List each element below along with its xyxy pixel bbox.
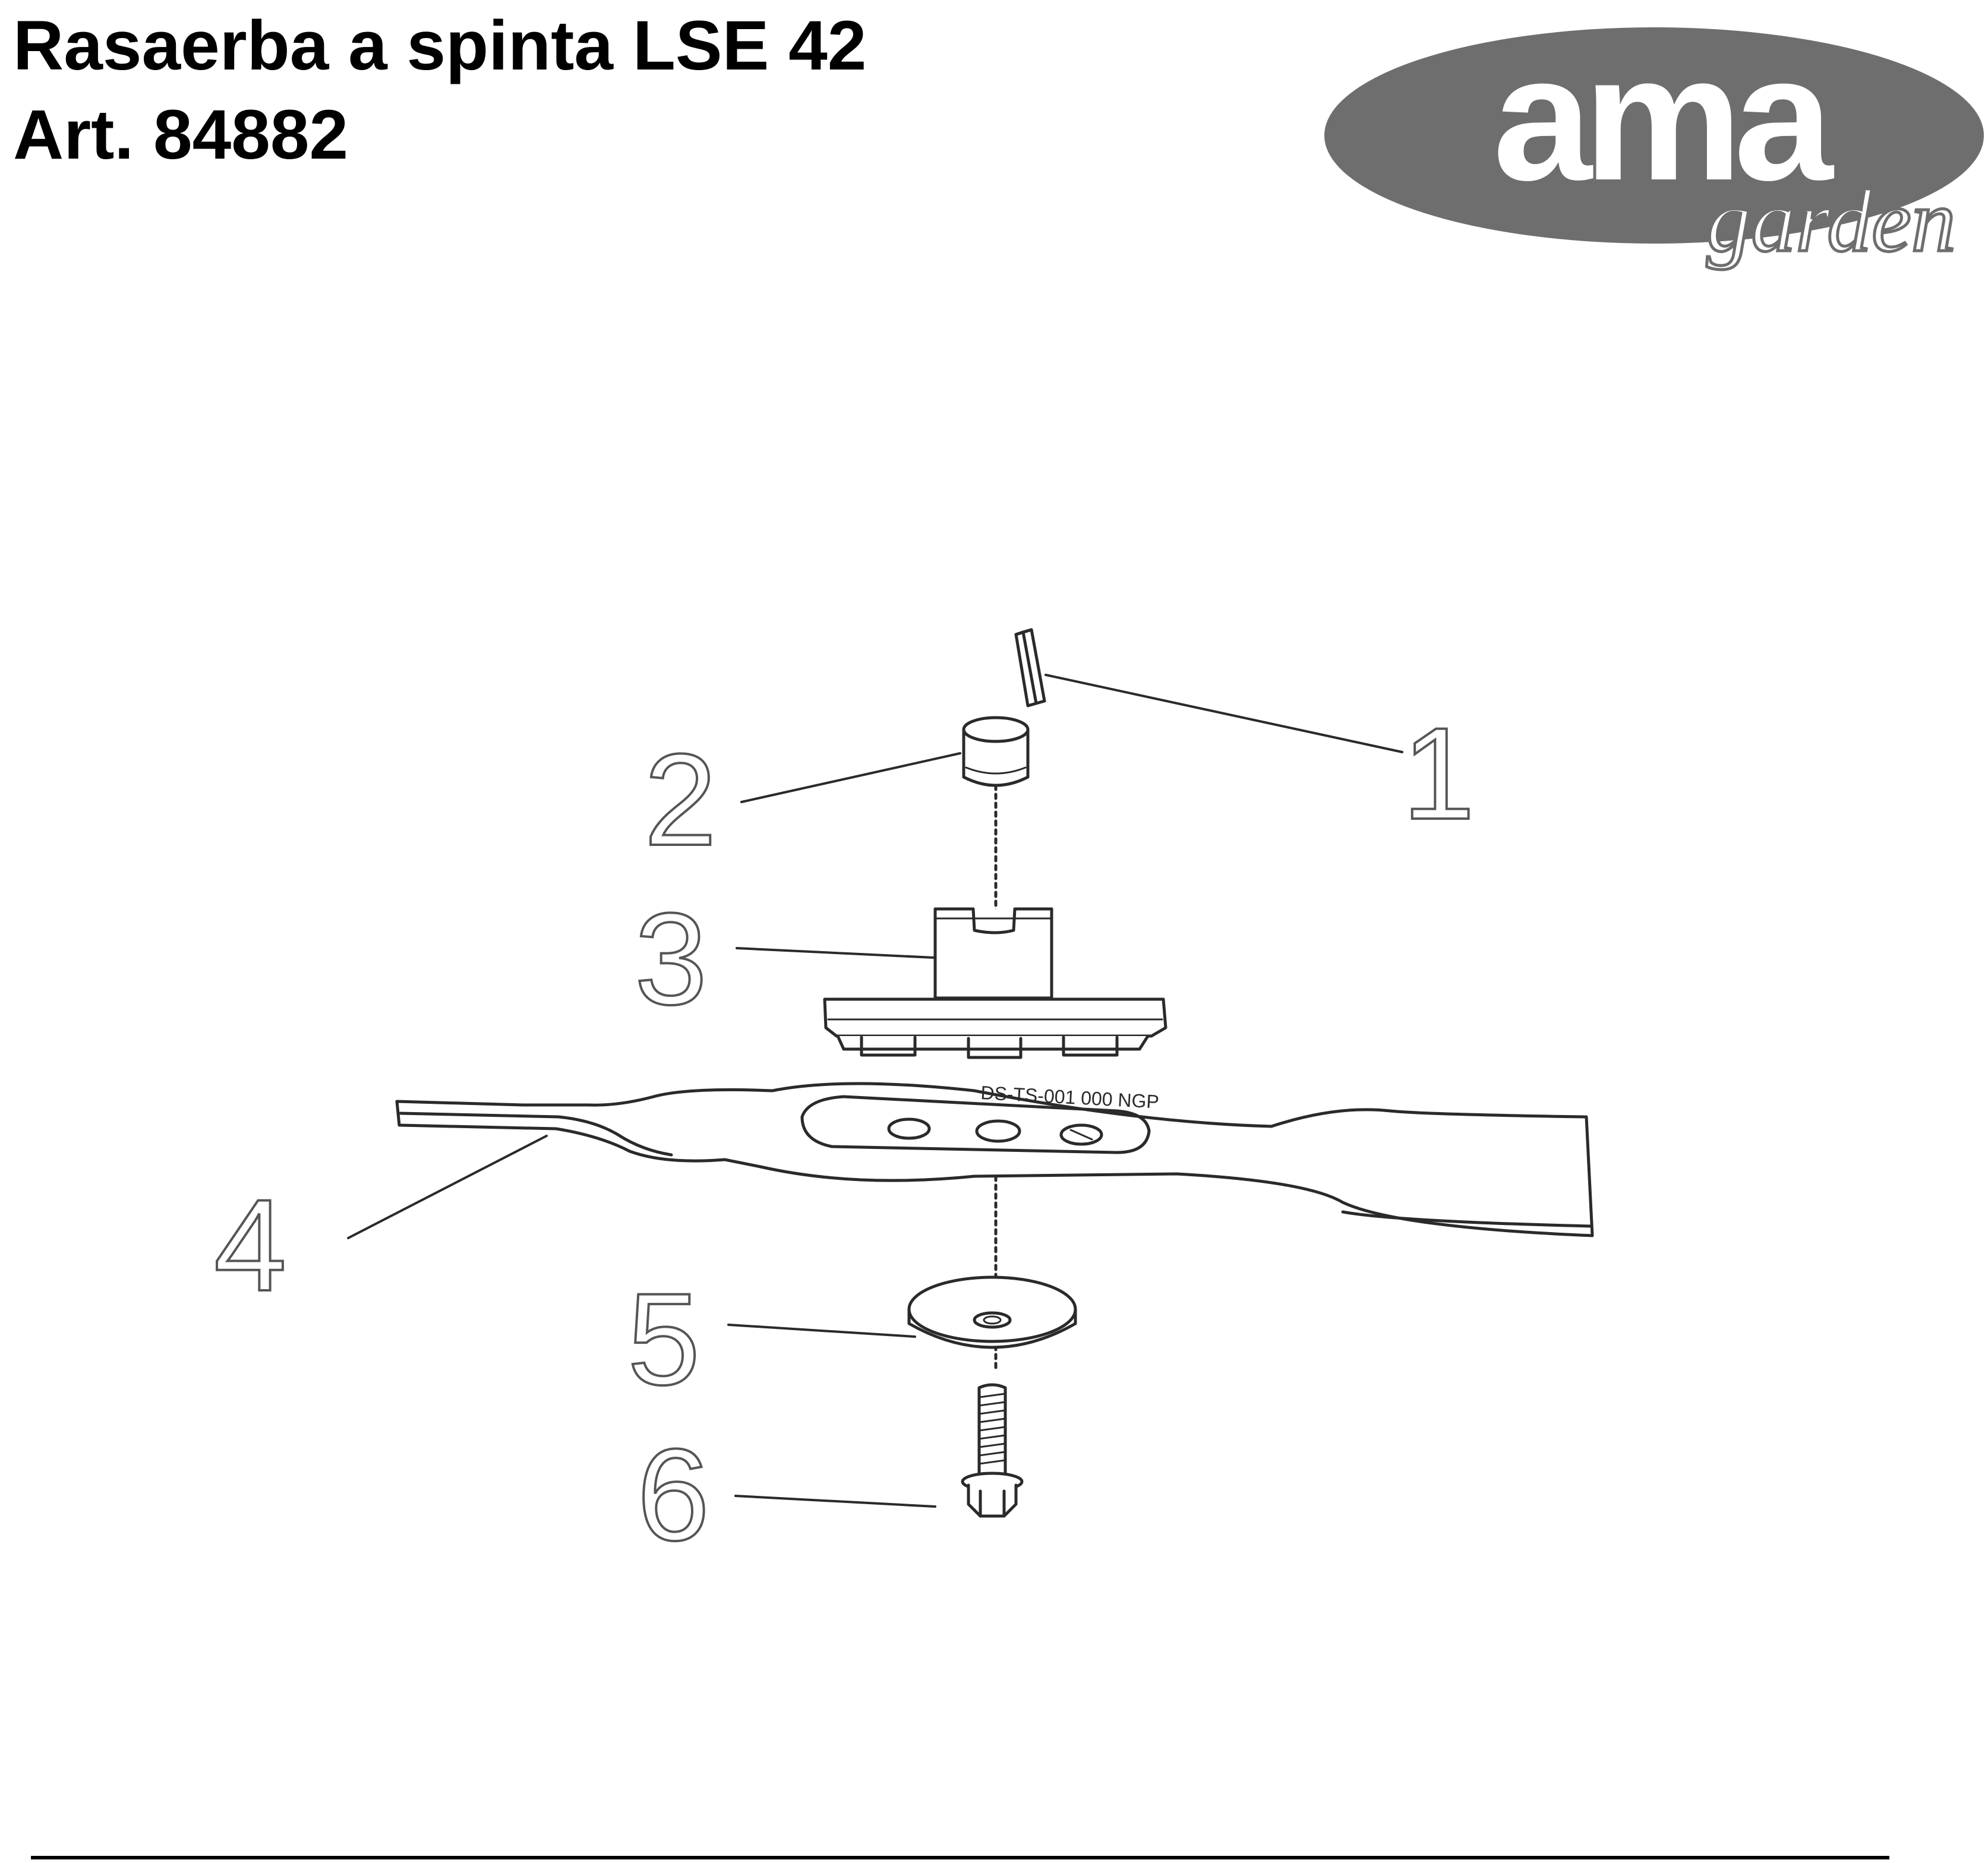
logo-brand: ama [1493, 24, 1834, 217]
blade-adapter-icon [823, 907, 1167, 1059]
ama-garden-logo: ama garden [1324, 24, 1984, 272]
callout-4: 4 [214, 1172, 286, 1318]
callout-3: 3 [635, 886, 707, 1032]
page-title: Rasaerba a spinta LSE 42 [13, 7, 867, 85]
logo-sub: garden [1706, 172, 1955, 270]
washer-icon [907, 1275, 1077, 1349]
bolt-icon [961, 1383, 1024, 1518]
callout-6: 6 [637, 1422, 709, 1568]
blade-icon [395, 1082, 1594, 1237]
leader-line-2 [740, 752, 961, 803]
leader-line-4 [347, 1135, 548, 1239]
leader-line-5 [727, 1324, 916, 1338]
callout-1: 1 [1402, 700, 1475, 847]
leader-line-6 [734, 1495, 936, 1508]
bottom-divider [31, 1856, 1889, 1859]
logo-oval [1324, 27, 1984, 244]
leader-line-1 [1045, 674, 1403, 753]
leader-line-3 [736, 947, 935, 959]
bushing-icon [962, 716, 1030, 787]
callout-5: 5 [627, 1266, 700, 1412]
article-number: Art. 84882 [13, 96, 349, 174]
callout-2: 2 [644, 727, 717, 873]
pin-icon [1014, 628, 1046, 708]
